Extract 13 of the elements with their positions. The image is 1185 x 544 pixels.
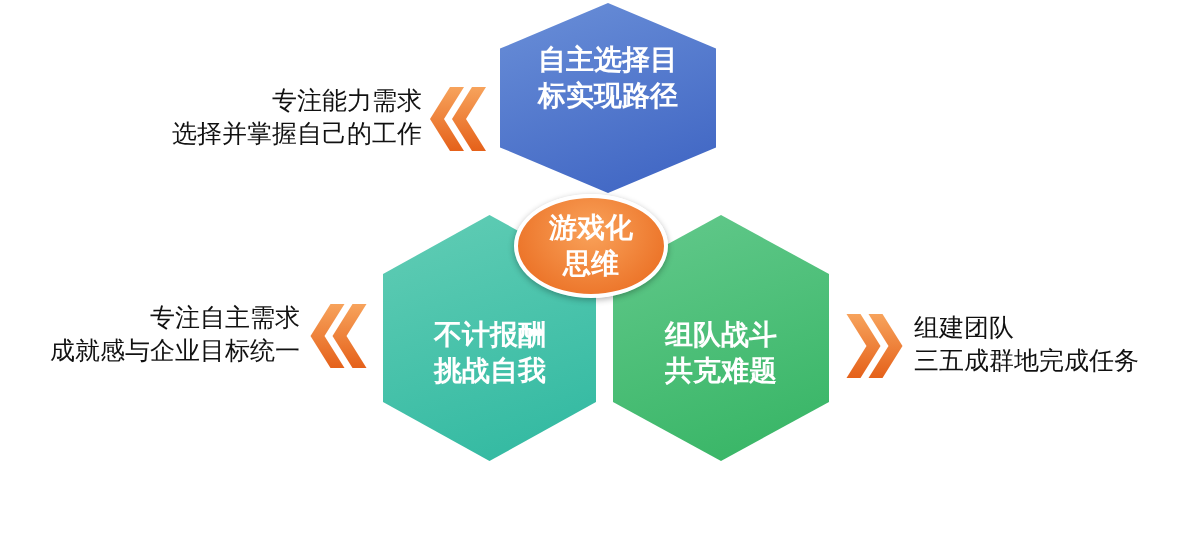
- hexagon-label: 组队战斗共克难题: [665, 316, 777, 389]
- double-chevron-arrow: [310, 304, 367, 368]
- hexagon-label: 不计报酬挑战自我: [433, 316, 546, 389]
- side-text: 成就感与企业目标统一: [50, 334, 300, 367]
- double-chevron-arrow: [430, 87, 486, 151]
- side-text: 组建团队: [914, 312, 1014, 344]
- hexagon-label: 自主选择目标实现路径: [538, 41, 678, 114]
- side-text: 选择并掌握自己的工作: [172, 117, 422, 150]
- ellipse-label: 游戏化思维: [549, 209, 633, 282]
- side-text: 专注自主需求: [150, 302, 300, 334]
- side-text: 专注能力需求: [272, 85, 422, 117]
- side-text: 三五成群地完成任务: [914, 344, 1139, 377]
- double-chevron-arrow: [846, 314, 903, 378]
